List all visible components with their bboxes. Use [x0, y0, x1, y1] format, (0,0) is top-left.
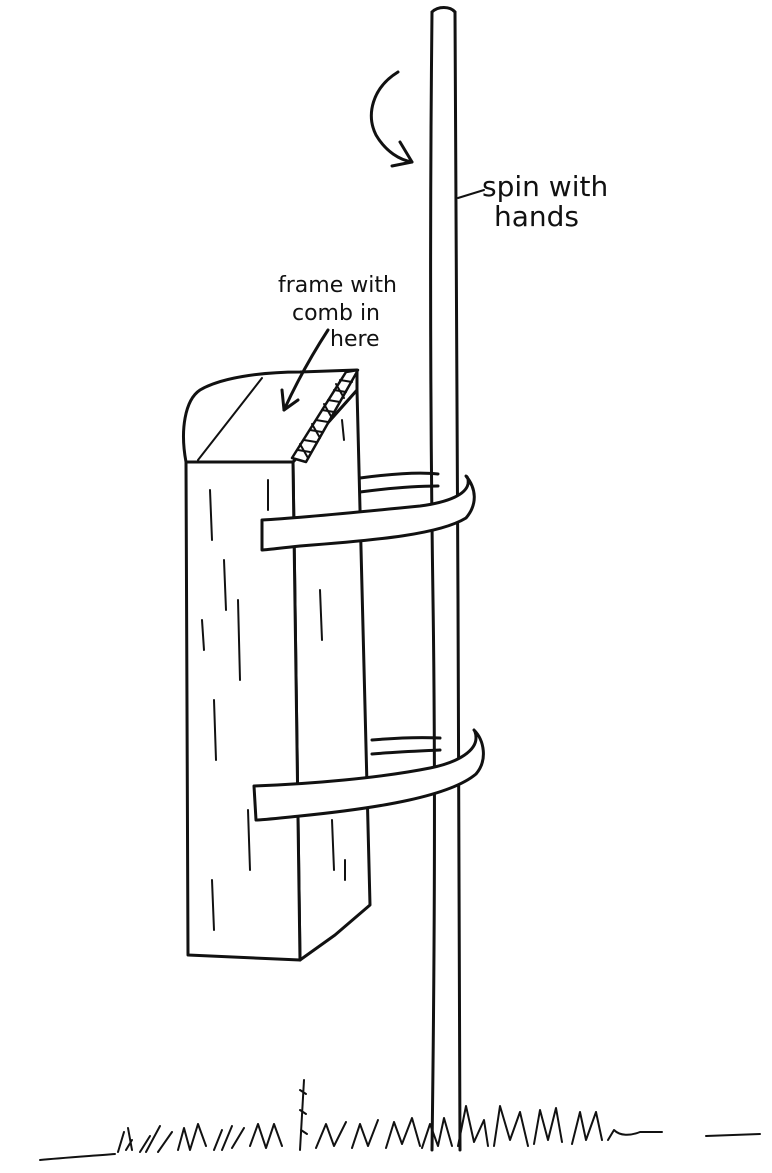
- spindle: [431, 8, 461, 1151]
- spin-label-line2: hands: [494, 200, 579, 233]
- frame-label-line3: here: [330, 327, 380, 352]
- frame-box: [184, 370, 370, 960]
- spin-label-line1: spin with: [482, 170, 608, 203]
- upper-strap-back: [360, 473, 438, 492]
- spin-leader-line: [458, 190, 484, 198]
- frame-label-line2: comb in: [292, 301, 380, 326]
- grass: [40, 1080, 760, 1160]
- frame-label-line1: frame with: [278, 273, 397, 298]
- lower-strap-back: [372, 738, 440, 754]
- curved-arrow-icon: [371, 72, 412, 166]
